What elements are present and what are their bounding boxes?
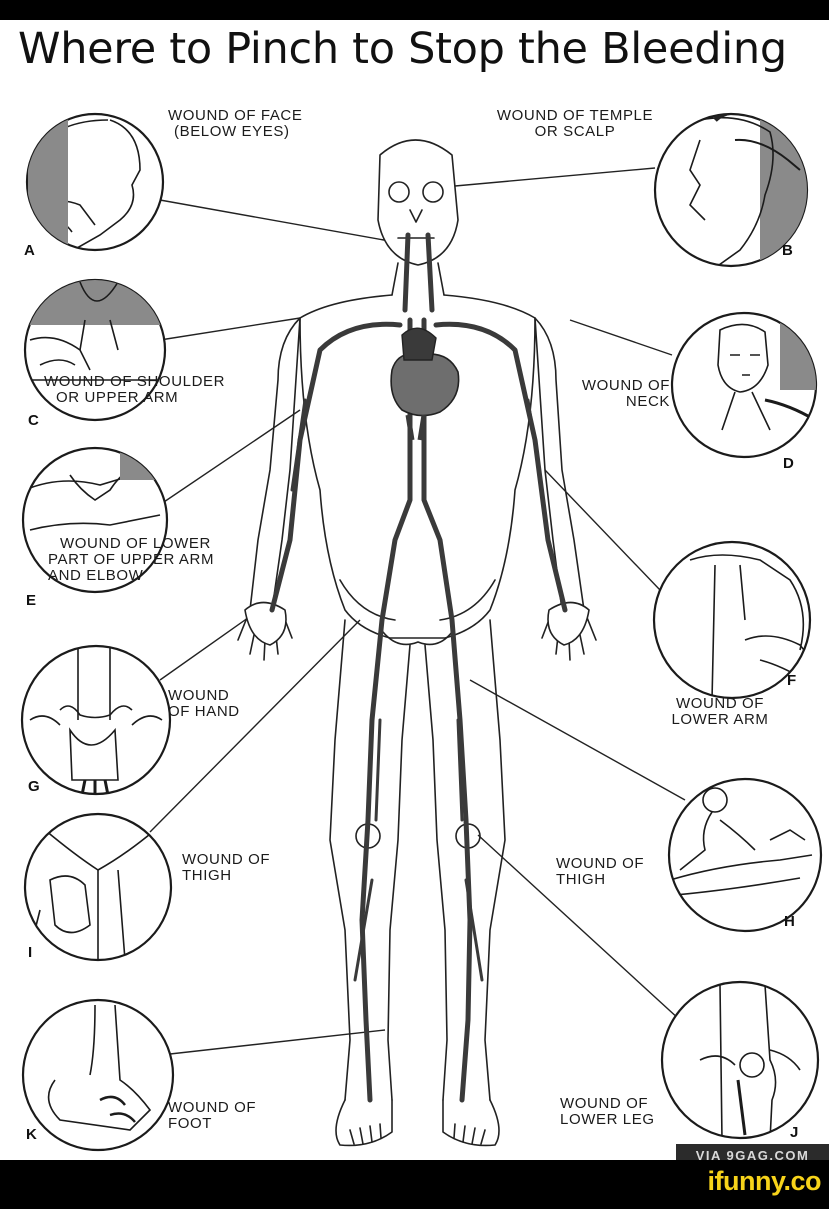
anatomy-illustration [20,112,823,1152]
letter-j: J [790,1124,799,1141]
letter-e: E [26,592,37,609]
vignette-a [25,112,165,252]
heart-illustration [390,327,460,441]
letter-i: I [28,944,33,961]
vignette-i [23,812,173,962]
page-title: Where to Pinch to Stop the Bleeding [18,24,787,74]
body-figure [237,139,597,1147]
vignette-d [670,311,818,459]
letter-k: K [26,1126,37,1143]
vignette-h [667,777,823,933]
vignette-g [20,644,172,796]
letter-b: B [782,242,793,259]
top-bar [0,0,829,20]
letter-c: C [28,412,39,429]
label-face: WOUND OF FACE(BELOW EYES) [168,107,303,140]
watermark: VIA 9GAG.COM [676,1144,829,1160]
infographic-panel: Where to Pinch to Stop the Bleeding [0,20,829,1160]
vignette-f [652,540,812,700]
letter-f: F [787,672,797,689]
leader-lines [149,167,686,1055]
letter-d: D [783,455,794,472]
vignette-k [21,998,175,1152]
letter-h: H [784,913,795,930]
blood-vessels [269,232,568,1103]
footer-bar: ifunny.co [0,1160,829,1209]
letter-g: G [28,778,40,795]
letter-a: A [24,242,35,259]
brand-logo: ifunny.co [707,1166,822,1196]
vignette-j [660,980,820,1140]
